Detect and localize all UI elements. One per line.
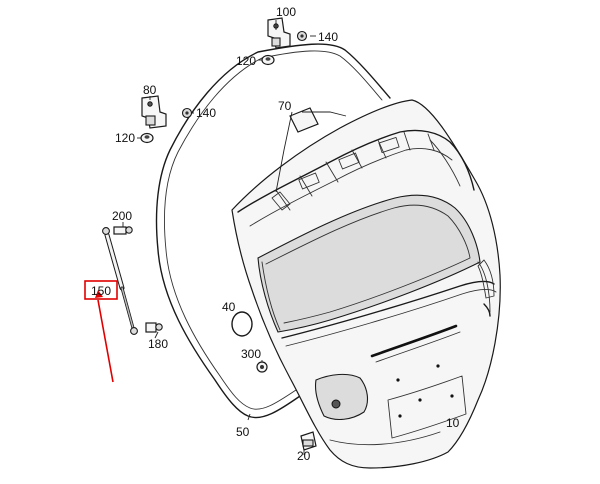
label-200: 200 xyxy=(112,209,132,223)
bolt-part-140-upper xyxy=(296,30,308,42)
ball-stud-part-200 xyxy=(113,226,133,235)
cover-part-70 xyxy=(289,107,319,133)
label-300: 300 xyxy=(241,347,261,361)
ball-stud-part-180 xyxy=(145,322,163,333)
hinge-part-100 xyxy=(267,17,291,49)
leader-lines xyxy=(122,20,347,455)
gas-strut-part-150 xyxy=(102,227,138,335)
label-120-upper: 120 xyxy=(236,54,256,68)
label-10: 10 xyxy=(446,416,460,430)
bumper-part-300 xyxy=(256,361,268,373)
label-80: 80 xyxy=(143,83,157,97)
bolt-part-140-lower xyxy=(181,107,193,119)
label-40: 40 xyxy=(222,300,236,314)
highlight-part-150 xyxy=(84,280,118,383)
grommet-part-120-upper xyxy=(261,54,275,66)
label-140-upper: 140 xyxy=(318,30,338,44)
latch-part-20 xyxy=(300,431,317,451)
seal-part-50 xyxy=(155,43,391,419)
label-50: 50 xyxy=(236,425,250,439)
window-glass-part-40 xyxy=(231,311,253,337)
label-120-lower: 120 xyxy=(115,131,135,145)
label-70: 70 xyxy=(278,99,292,113)
label-20: 20 xyxy=(297,449,311,463)
hinge-part-80 xyxy=(141,95,167,129)
label-180: 180 xyxy=(148,337,168,351)
tailgate-part-10 xyxy=(231,99,501,469)
grommet-part-120-lower xyxy=(140,132,154,144)
label-140-lower: 140 xyxy=(196,106,216,120)
label-150: 150 xyxy=(91,284,111,298)
label-100: 100 xyxy=(276,5,296,19)
